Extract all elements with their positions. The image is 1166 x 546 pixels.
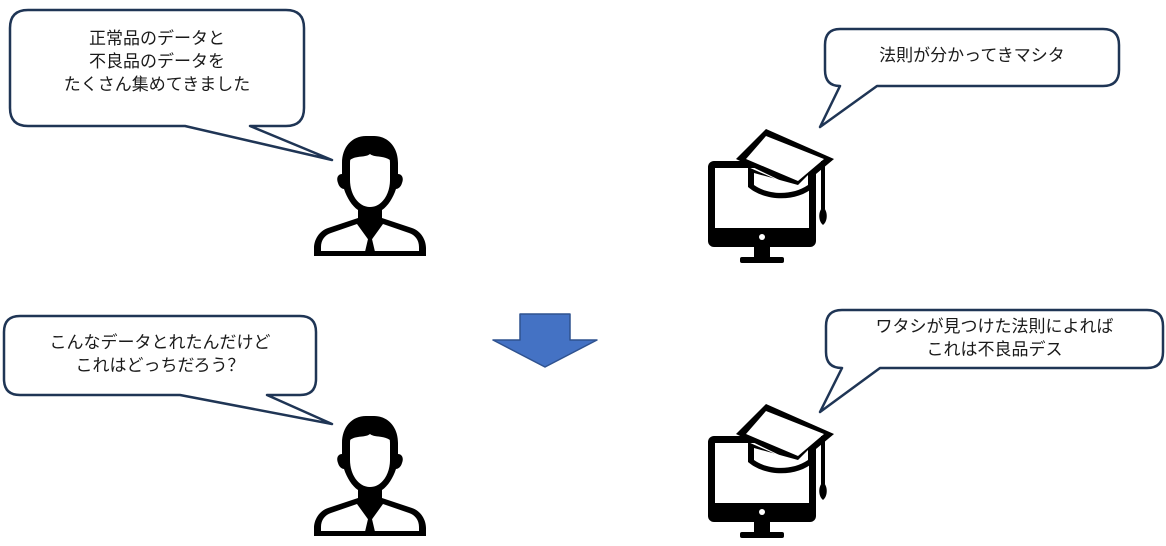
bubble-line: これはどっちだろう？ — [75, 356, 245, 376]
bottom-ai-bubble-text: ワタシが見つけた法則によれば これは不良品デス — [826, 316, 1163, 362]
bottom-graduate-computer-icon — [708, 404, 834, 538]
top-person-bubble-text: 正常品のデータと 不良品のデータを たくさん集めてきました — [10, 28, 304, 97]
bubble-line: 不良品のデータを — [89, 52, 225, 72]
bottom-ai-speech-bubble — [818, 308, 1165, 414]
bottom-person-speech-bubble — [2, 314, 334, 426]
bottom-person-bubble-text: こんなデータとれたんだけど これはどっちだろう？ — [4, 332, 316, 378]
bubble-line: こんなデータとれたんだけど — [49, 333, 271, 353]
top-person-speech-bubble — [8, 8, 334, 162]
top-ai-speech-bubble — [818, 27, 1121, 129]
top-businessman-icon — [314, 136, 426, 256]
top-graduate-computer-icon — [708, 129, 834, 263]
bubble-line: 正常品のデータと — [89, 29, 225, 49]
bottom-businessman-icon — [314, 416, 426, 536]
bubble-line: 法則が分かってきマシタ — [879, 46, 1065, 66]
top-ai-bubble-text: 法則が分かってきマシタ — [825, 45, 1119, 68]
bubble-line: ワタシが見つけた法則によれば — [875, 317, 1114, 337]
down-arrow-icon — [492, 313, 598, 368]
bubble-line: これは不良品デス — [926, 340, 1063, 360]
bubble-line: たくさん集めてきました — [63, 75, 251, 95]
